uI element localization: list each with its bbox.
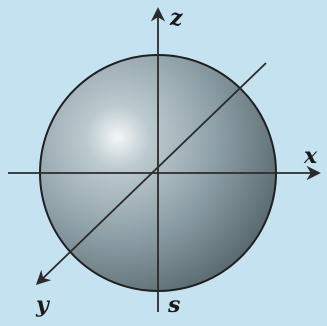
y-axis-label: y [35, 292, 51, 318]
y-axis [35, 62, 267, 285]
sphere-label: s [167, 292, 180, 318]
x-axis-label: x [303, 143, 318, 169]
z-axis-label: z [169, 5, 183, 31]
